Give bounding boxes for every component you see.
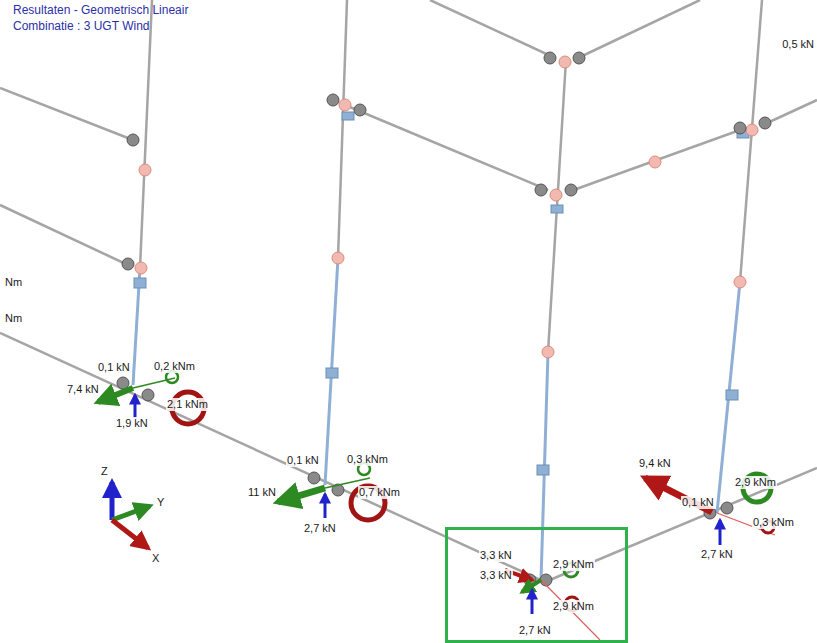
result-title: Resultaten - Geometrisch Lineair	[12, 3, 189, 18]
reaction-value: 2,7 kN	[518, 624, 552, 637]
beams	[0, 0, 817, 582]
reaction-arrows	[98, 378, 775, 640]
axis-label: X	[151, 552, 160, 565]
hinge-markers	[135, 56, 758, 358]
reaction-value: 0,1 kN	[97, 361, 131, 374]
reaction-value: 0,1 kN	[681, 496, 715, 509]
reaction-value: Nm	[4, 312, 23, 325]
joint-markers	[134, 112, 749, 475]
reaction-value: 0,7 kNm	[358, 486, 401, 499]
reaction-value: 3,3 kN	[479, 549, 513, 562]
reaction-value: 0,1 kN	[286, 454, 320, 467]
axis-triad	[112, 482, 150, 548]
reaction-value: Nm	[4, 276, 23, 289]
node-spheres	[117, 52, 771, 586]
reaction-value: 9,4 kN	[638, 457, 672, 470]
reaction-value: 2,7 kN	[303, 522, 337, 535]
axis-label: Y	[156, 496, 165, 509]
reaction-value: 2,9 kNm	[734, 476, 777, 489]
reaction-value: 7,4 kN	[66, 383, 100, 396]
reaction-value: 0,3 kNm	[346, 453, 389, 466]
reaction-value: 11 kN	[247, 486, 277, 499]
reaction-value: 0,5 kN	[781, 38, 815, 51]
reaction-value: 0,3 kNm	[752, 516, 795, 529]
reaction-value: 1,9 kN	[115, 417, 149, 430]
reaction-value: 3,3 kN	[479, 569, 513, 582]
columns	[133, 258, 740, 580]
reaction-value: 2,9 kNm	[552, 600, 595, 613]
reaction-value: 2,7 kN	[700, 548, 734, 561]
reaction-value: 2,1 kNm	[166, 398, 209, 411]
reaction-value: 0,2 kNm	[153, 360, 196, 373]
axis-label: Z	[100, 465, 109, 478]
reaction-value: 2,9 kNm	[552, 558, 595, 571]
combination-label: Combinatie : 3 UGT Wind	[12, 19, 151, 34]
highlight-box: 3,3 kN3,3 kN2,9 kNm2,9 kNm2,7 kN	[445, 527, 628, 643]
moment-symbols	[166, 371, 774, 611]
